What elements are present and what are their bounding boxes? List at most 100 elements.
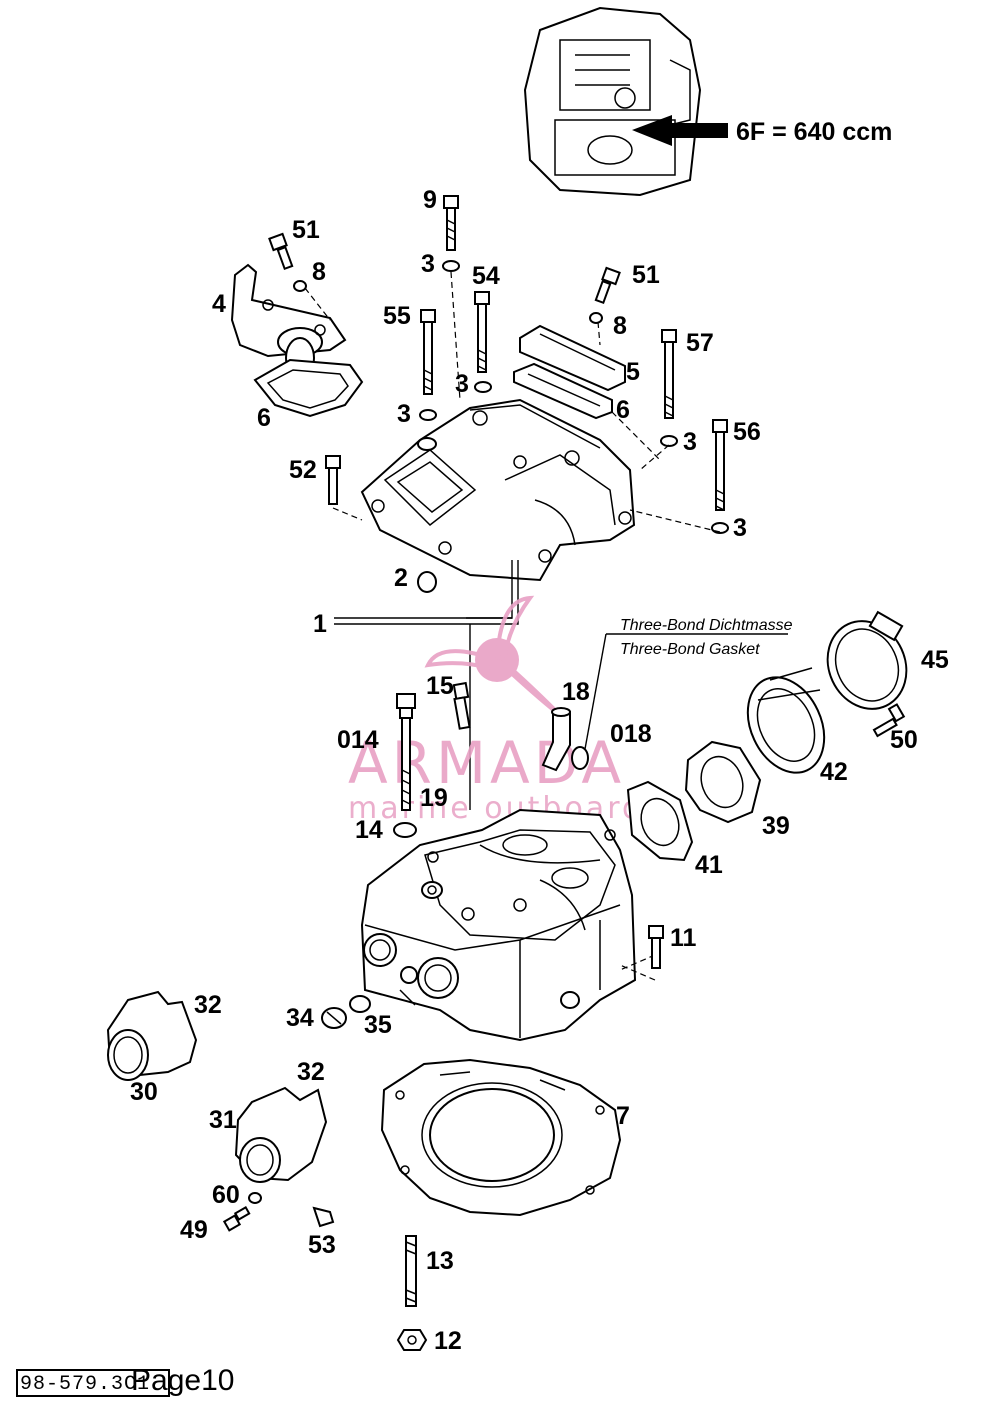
bolt-9 xyxy=(443,195,459,251)
clamp-45 xyxy=(826,610,908,710)
label-5: 5 xyxy=(626,358,640,386)
ring-35 xyxy=(349,995,371,1013)
cover-5 xyxy=(519,324,626,392)
gasket-6-left xyxy=(253,358,364,418)
washer-8-right xyxy=(589,312,603,324)
label-6-left: 6 xyxy=(257,404,271,432)
label-35: 35 xyxy=(364,1011,392,1039)
stud-13 xyxy=(405,1235,417,1307)
valve-cover-1 xyxy=(360,398,636,582)
label-56: 56 xyxy=(733,418,761,446)
note-leader xyxy=(582,633,607,761)
assembly-lines-upper xyxy=(304,271,721,533)
bolt-56 xyxy=(712,419,728,511)
label-3-right-upper: 3 xyxy=(683,428,697,456)
label-3-mid-left: 3 xyxy=(397,400,411,428)
label-50: 50 xyxy=(890,726,918,754)
bolt-51-right xyxy=(594,266,621,305)
label-12: 12 xyxy=(434,1327,462,1355)
gasket-41 xyxy=(626,780,694,862)
bolt-52 xyxy=(325,455,341,505)
label-55: 55 xyxy=(383,302,411,330)
label-57: 57 xyxy=(686,329,714,357)
washer-3-right-upper xyxy=(660,435,678,447)
label-3-mid-right: 3 xyxy=(455,370,469,398)
washer-3-mid-right xyxy=(474,381,492,393)
washer-14 xyxy=(393,822,417,838)
label-018: 018 xyxy=(610,720,652,748)
label-32-upper: 32 xyxy=(194,991,222,1019)
oring-018 xyxy=(571,746,589,770)
label-60: 60 xyxy=(212,1181,240,1209)
bolt-54 xyxy=(474,291,490,373)
washer-8-left xyxy=(293,280,307,292)
label-3-top: 3 xyxy=(421,250,435,278)
label-1: 1 xyxy=(313,610,327,638)
label-3-right-lower: 3 xyxy=(733,514,747,542)
label-7: 7 xyxy=(616,1102,630,1130)
flange-39 xyxy=(684,740,762,824)
label-13: 13 xyxy=(426,1247,454,1275)
bolt-51-left xyxy=(268,232,294,271)
pipe-18 xyxy=(541,707,571,772)
doc-number-box xyxy=(16,1369,170,1397)
label-8-right: 8 xyxy=(613,312,627,340)
plug-2 xyxy=(417,571,437,593)
doc-number: 98-579.3C1 xyxy=(20,1373,151,1396)
washer-60 xyxy=(248,1192,262,1204)
sensor-15 xyxy=(452,681,471,730)
bolt-55 xyxy=(420,309,436,395)
leader-1 xyxy=(334,560,519,810)
label-32-lower: 32 xyxy=(297,1058,325,1086)
washer-3-mid-left xyxy=(419,409,437,421)
label-41: 41 xyxy=(695,851,723,879)
label-51-right: 51 xyxy=(632,261,660,289)
callout-arrow-icon xyxy=(632,115,728,146)
intake-boot-42 xyxy=(746,667,826,774)
watermark-logo xyxy=(424,595,562,717)
label-9: 9 xyxy=(423,186,437,214)
label-34: 34 xyxy=(286,1004,314,1032)
label-4: 4 xyxy=(212,290,226,318)
washer-3-top xyxy=(442,260,460,272)
page-label: Page10 xyxy=(131,1364,235,1397)
label-53: 53 xyxy=(308,1231,336,1259)
nut-12 xyxy=(396,1329,428,1351)
label-19: 19 xyxy=(420,784,448,812)
label-52: 52 xyxy=(289,456,317,484)
label-30: 30 xyxy=(130,1078,158,1106)
label-014: 014 xyxy=(337,726,379,754)
clip-53 xyxy=(312,1206,335,1228)
bolt-11 xyxy=(648,925,664,969)
note-line-1: Three-Bond Dichtmasse xyxy=(620,617,793,634)
cylinder-head-19 xyxy=(360,808,637,1042)
note-line-2: Three-Bond Gasket xyxy=(620,641,760,658)
engine-thumbnail xyxy=(523,6,702,197)
label-18: 18 xyxy=(562,678,590,706)
label-11: 11 xyxy=(670,924,697,952)
plug-34 xyxy=(321,1007,347,1029)
label-51-left: 51 xyxy=(292,216,320,244)
label-15: 15 xyxy=(426,672,454,700)
screw-49 xyxy=(222,1206,251,1232)
screw-50 xyxy=(872,703,906,738)
label-31: 31 xyxy=(209,1106,237,1134)
part-labels: 9 51 8 4 6 3 54 55 3 3 51 8 57 5 6 3 56 … xyxy=(130,186,949,1355)
bolt-57 xyxy=(661,329,677,419)
label-6-right: 6 xyxy=(616,396,630,424)
assembly-lines-head xyxy=(619,954,656,981)
flange-31 xyxy=(234,1086,328,1183)
label-8-left: 8 xyxy=(312,258,326,286)
cylinder-gasket-7 xyxy=(380,1058,622,1217)
thermostat-housing-4 xyxy=(230,263,347,379)
label-14: 14 xyxy=(355,816,383,844)
label-42: 42 xyxy=(820,758,848,786)
label-49: 49 xyxy=(180,1216,208,1244)
flange-30 xyxy=(106,990,198,1081)
callout-text: 6F = 640 ccm xyxy=(736,118,892,146)
label-39: 39 xyxy=(762,812,790,840)
label-2: 2 xyxy=(394,564,408,592)
label-54: 54 xyxy=(472,262,500,290)
label-45: 45 xyxy=(921,646,949,674)
